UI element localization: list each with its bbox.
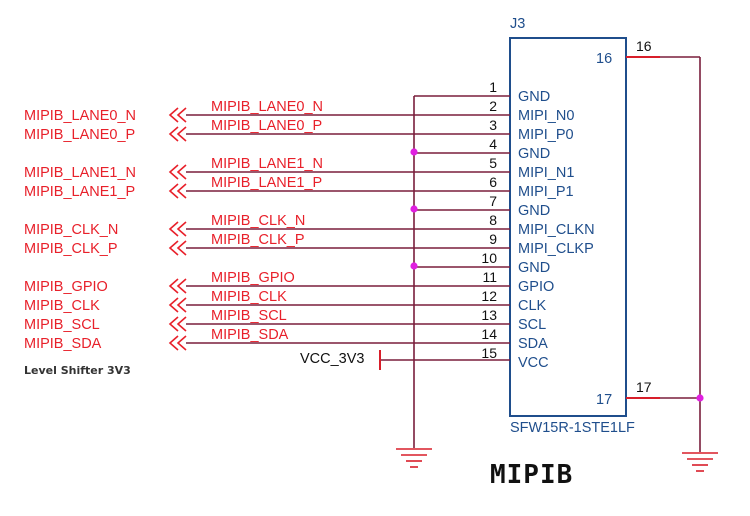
port-mipib-sda: MIPIB_SDA [24,335,187,352]
port-mipib-lane1-p: MIPIB_LANE1_P [24,183,187,200]
pin5-number: 5 [489,155,497,171]
port-label: MIPIB_GPIO [24,279,108,295]
port-label: MIPIB_LANE1_P [24,184,135,200]
connector-left-pins: 1GND2MIPI_N0MIPIB_LANE0_N3MIPI_P0MIPIB_L… [186,79,595,371]
pin14-name: SDA [518,336,548,352]
pin6-net-label: MIPIB_LANE1_P [211,175,322,191]
level-shifter-note: Level Shifter 3V3 [24,364,131,377]
port-mipib-gpio: MIPIB_GPIO [24,278,187,295]
port-label: MIPIB_CLK_N [24,222,118,238]
pin15-number: 15 [481,345,497,361]
port-arrow-icon [168,278,187,294]
pin9-name: MIPI_CLKP [518,241,594,257]
pin9-net-label: MIPIB_CLK_P [211,232,305,248]
pin11-name: GPIO [518,279,554,295]
port-mipib-clk: MIPIB_CLK [24,297,187,314]
pin3-number: 3 [489,117,497,133]
pin13-number: 13 [481,307,497,323]
port-arrow-icon [168,221,187,237]
pin11-net-label: MIPIB_GPIO [211,270,295,286]
junction-dot-pin10 [410,262,418,270]
port-arrow-icon [168,240,187,256]
pin7-name: GND [518,203,550,219]
port-label: MIPIB_LANE0_P [24,127,135,143]
port-arrow-icon [168,164,187,180]
pin10-name: GND [518,260,550,276]
pin3-name: MIPI_P0 [518,127,574,143]
pin12-net-label: MIPIB_CLK [211,289,287,305]
port-mipib-scl: MIPIB_SCL [24,316,187,333]
port-label: MIPIB_LANE0_N [24,108,136,124]
pin6-number: 6 [489,174,497,190]
ground-symbol-left [396,448,432,468]
port-label: MIPIB_SCL [24,317,100,333]
ground-symbol-right [682,452,718,472]
port-label: MIPIB_CLK [24,298,100,314]
port-arrow-icon [168,183,187,199]
pin13-net-label: MIPIB_SCL [211,308,287,324]
connector-ref: J3 [510,16,525,32]
pin5-net-label: MIPIB_LANE1_N [211,156,323,172]
vcc-net-label: VCC_3V3 [300,351,364,367]
pin14-number: 14 [481,326,497,342]
port-mipib-lane0-p: MIPIB_LANE0_P [24,126,187,143]
pin13-name: SCL [518,317,546,333]
port-arrow-icon [168,335,187,351]
pin1-number: 1 [489,79,497,95]
port-label: MIPIB_CLK_P [24,241,118,257]
pin8-number: 8 [489,212,497,228]
pin4-name: GND [518,146,550,162]
port-arrow-icon [168,316,187,332]
pin17-wire-label: 17 [636,379,652,395]
pin5-name: MIPI_N1 [518,165,574,181]
pin10-number: 10 [481,250,497,266]
junction-dot-pin17 [696,394,704,402]
pin14-net-label: MIPIB_SDA [211,327,289,343]
pin2-net-label: MIPIB_LANE0_N [211,99,323,115]
pin3-net-label: MIPIB_LANE0_P [211,118,322,134]
pin17-label: 17 [596,392,612,408]
port-arrow-icon [168,126,187,142]
pin7-number: 7 [489,193,497,209]
port-mipib-clk-p: MIPIB_CLK_P [24,240,187,257]
junction-dot-pin7 [410,205,418,213]
pin1-name: GND [518,89,550,105]
pin4-number: 4 [489,136,497,152]
pin11-number: 11 [482,269,497,285]
junction-dot-pin4 [410,148,418,156]
port-arrow-icon [168,297,187,313]
pin16-wire-label: 16 [636,38,652,54]
schematic-title: MIPIB [490,460,573,490]
pin8-net-label: MIPIB_CLK_N [211,213,305,229]
connector-part: SFW15R-1STE1LF [510,420,635,436]
pin9-number: 9 [489,231,497,247]
pin15-name: VCC [518,355,549,371]
connector-body [509,37,627,417]
pin8-name: MIPI_CLKN [518,222,595,238]
port-mipib-lane0-n: MIPIB_LANE0_N [24,107,187,124]
pin12-name: CLK [518,298,547,314]
pin12-number: 12 [481,288,497,304]
port-label: MIPIB_LANE1_N [24,165,136,181]
off-page-ports: MIPIB_LANE0_N MIPIB_LANE0_P MIPIB_LANE1_N M… [24,107,187,352]
port-mipib-clk-n: MIPIB_CLK_N [24,221,187,238]
pin16-label: 16 [596,51,612,67]
port-arrow-icon [168,107,187,123]
pin2-number: 2 [489,98,497,114]
pin6-name: MIPI_P1 [518,184,574,200]
port-mipib-lane1-n: MIPIB_LANE1_N [24,164,187,181]
pin2-name: MIPI_N0 [518,108,574,124]
port-label: MIPIB_SDA [24,336,102,352]
